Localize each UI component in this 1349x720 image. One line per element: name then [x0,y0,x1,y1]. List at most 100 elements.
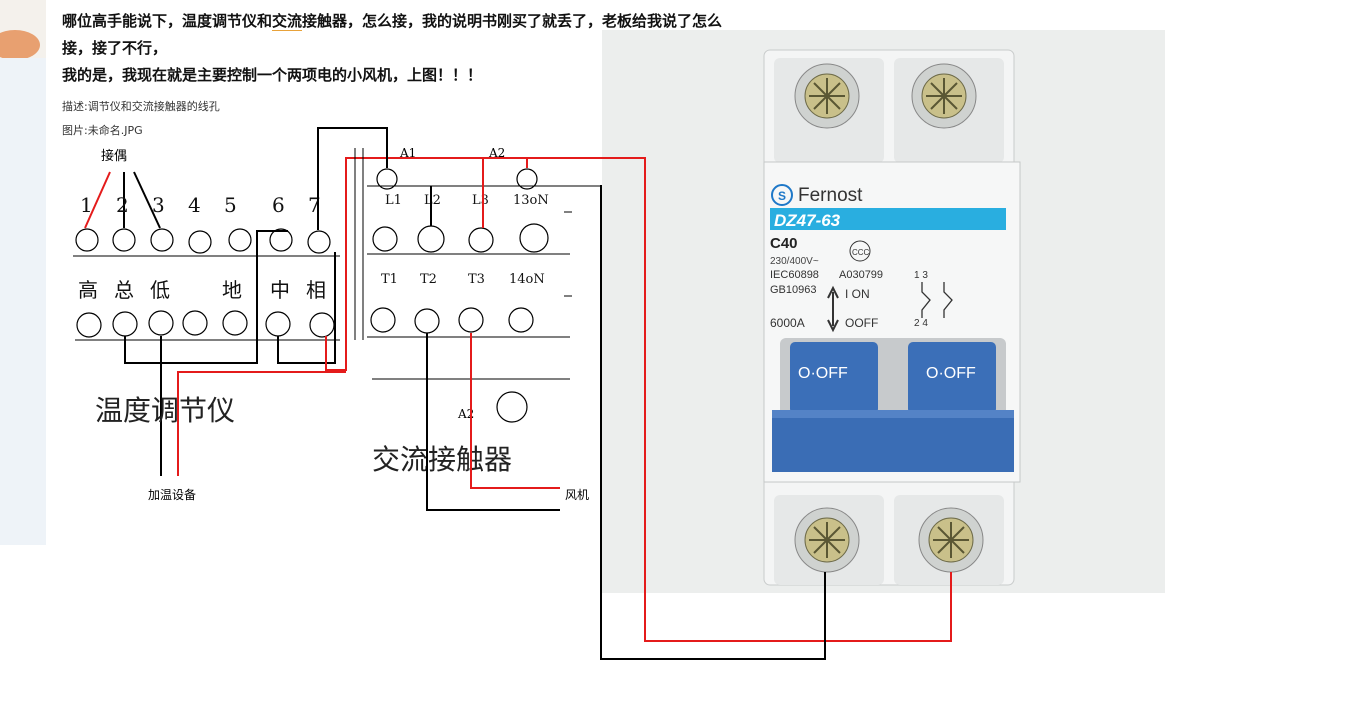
coil-a1-terminal [376,168,398,190]
controller-hole-top-1 [75,228,99,252]
heater-red-wire [177,371,346,476]
post-line-1-start: 哪位高手能说下，温度调节仪和 [62,12,273,30]
controller-hole-top-2 [112,228,136,252]
voltage-label: 230/400V~ [770,256,819,267]
thermocouple-red-wire [84,171,111,229]
standard-1: IEC60898 [770,269,819,281]
switch-label-right: O·OFF [926,365,976,382]
contactor-hole-a2-bottom [496,391,528,423]
phase-red-wire [325,157,600,371]
pole-top-label: 1 3 [914,270,928,281]
rating-label: C40 [770,235,798,252]
terminal-number-5: 5 [224,193,237,217]
terminal-L3: L3 [472,193,489,208]
controller-hole-bottom-7 [309,312,335,338]
attachment-description: 描述:调节仪和交流接触器的线孔 [62,100,220,113]
terminal-T2: T2 [420,272,437,287]
coil-a1-black-wire [317,127,388,230]
model-band [770,208,1006,230]
page-left-strip [0,0,46,545]
coil-a1-label: A1 [399,146,416,160]
terminal-13oN: 13oN [513,193,549,208]
terminal-number-3: 3 [152,193,165,217]
controller-hole-bottom-5 [222,310,248,336]
controller-name: 温度调节仪 [95,394,235,427]
contactor-name: 交流接触器 [372,443,512,476]
code-label: A030799 [839,269,883,281]
brand-name: Fernost [798,185,863,206]
user-avatar[interactable] [0,0,46,58]
model-label: DZ47-63 [774,211,841,230]
controller-hole-bottom-1 [76,312,102,338]
terminal-number-6: 6 [272,193,285,217]
function-label-phase: 相 [306,278,326,302]
controller-common-wire [124,230,288,364]
controller-hole-bottom-4 [182,310,208,336]
capacity-label: 6000A [770,316,805,330]
terminal-T1: T1 [381,272,398,287]
fan-label: 风机 [565,488,589,502]
heater-label: 加温设备 [148,488,196,502]
off-label: OOFF [845,316,878,330]
circuit-breaker-photo: S Fernost DZ47-63 C40 CCC 230/400V~ IEC6… [602,30,1165,593]
brand-logo-icon [771,184,793,206]
contactor-hole-T3 [458,307,484,333]
terminal-L2: L2 [424,193,441,208]
fan-black-wire [426,333,560,511]
controller-hole-bottom-3 [148,310,174,336]
function-label-neutral: 中 [270,278,290,302]
pole-bottom-label: 2 4 [914,318,928,329]
contactor-hole-L2 [417,225,445,253]
controller-hole-top-4 [188,230,212,254]
post-line-2: 接，接了不行， [62,39,168,57]
controller-hole-bottom-6 [265,311,291,337]
keyword-link[interactable]: 交流 [272,12,303,31]
terminal-number-1: 1 [80,193,93,217]
screw-top-left [794,63,860,129]
screw-bottom-right [918,507,984,573]
post-line-1-end: 接触器，怎么接，我的说明书刚买了就丢了，老板给我说了怎么 [302,12,723,30]
controller-hole-bottom-2 [112,311,138,337]
controller-neutral-wire [277,252,336,364]
contactor-hole-L1 [372,226,398,252]
attachment-filename[interactable]: 图片:未命名.JPG [62,124,143,137]
contactor-hole-T2 [414,308,440,334]
breaker-black-wire [600,185,826,660]
ccc-cert-icon [849,240,871,262]
terminal-14oN: 14oN [509,272,545,287]
contactor-hole-T1 [370,307,396,333]
terminal-number-2: 2 [116,193,129,217]
terminal-L1: L1 [385,193,402,208]
function-label-common: 总 [114,278,134,302]
function-label-low: 低 [150,278,170,302]
standard-2: GB10963 [770,284,816,296]
screw-top-right [911,63,977,129]
toggle-lever[interactable]: O·OFF O·OFF [772,338,1014,472]
screw-bottom-left [794,507,860,573]
controller-hole-top-5 [228,228,252,252]
function-label-ground: 地 [222,278,242,302]
contactor-hole-L3 [468,227,494,253]
post-body: 哪位高手能说下，温度调节仪和交流接触器，怎么接，我的说明书刚买了就丢了，老板给我… [62,8,912,89]
switch-symbol-icon [921,282,953,318]
breaker-red-wire [600,157,952,642]
thermocouple-black-wire-2 [133,171,161,229]
terminal-number-4: 4 [188,193,201,217]
coil-a2-bottom-label: A2 [457,407,474,421]
contactor-hole-13oN [519,223,549,253]
svg-text:S: S [778,189,786,203]
coil-a2-terminal [516,168,538,190]
controller-hole-top-7 [307,230,331,254]
switch-label-left: O·OFF [798,365,848,382]
controller-hole-top-6 [269,228,293,252]
controller-hole-top-3 [150,228,174,252]
contactor-hole-14oN [508,307,534,333]
svg-text:CCC: CCC [852,248,870,257]
coil-a2-label: A2 [488,146,505,160]
fan-red-wire [470,333,560,489]
post-line-1: 哪位高手能说下，温度调节仪和交流接触器，怎么接，我的说明书刚买了就丢了，老板给我… [62,8,912,35]
on-label: I ON [845,287,870,301]
on-off-arrow-icon [827,285,839,333]
terminal-T3: T3 [468,272,485,287]
